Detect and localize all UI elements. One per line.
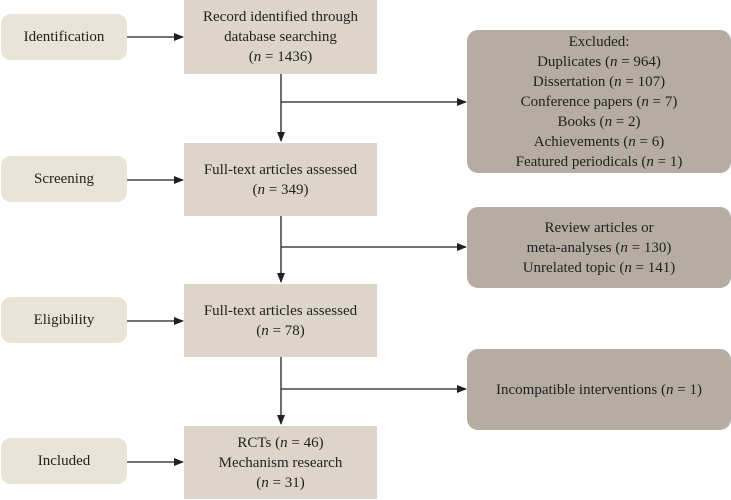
box-included-line2: Mechanism research bbox=[218, 454, 343, 471]
exclusion-item: Duplicates (n = 964) bbox=[537, 53, 661, 70]
stage-screening-label: Screening bbox=[34, 170, 94, 187]
exclusion-item: Books (n = 2) bbox=[557, 113, 641, 130]
box-eligible-line2: (n = 78) bbox=[256, 322, 305, 339]
exclusion-box-1: Excluded: Duplicates (n = 964) Dissertat… bbox=[467, 30, 731, 173]
stage-identification-label: Identification bbox=[23, 28, 105, 45]
box-identified-line3: (n = 1436) bbox=[248, 49, 313, 65]
exclusion-box-3-line1: Incompatible interventions (n = 1) bbox=[496, 381, 702, 398]
box-identified: Record identified through database searc… bbox=[184, 0, 377, 74]
exclusion-item: Achievements (n = 6) bbox=[533, 133, 665, 150]
stage-identification: Identification bbox=[1, 14, 127, 60]
exclusion-box-3: Incompatible interventions (n = 1) bbox=[467, 349, 731, 430]
exclusion-box-2-line2: meta-analyses (n = 130) bbox=[526, 239, 672, 256]
box-screened-line1: Full-text articles assessed bbox=[203, 161, 358, 178]
box-included-line1: RCTs (n = 46) bbox=[237, 434, 324, 451]
exclusion-box-2-line3: Unrelated topic (n = 141) bbox=[522, 259, 676, 276]
box-screened-line2: (n = 349) bbox=[252, 181, 309, 198]
box-eligible: Full-text articles assessed (n = 78) bbox=[184, 284, 377, 357]
box-included: RCTs (n = 46) Mechanism research (n = 31… bbox=[184, 426, 377, 499]
exclusion-title: Excluded: bbox=[568, 33, 630, 50]
box-eligible-line1: Full-text articles assessed bbox=[203, 302, 358, 319]
box-included-line3: (n = 31) bbox=[256, 474, 305, 491]
stage-eligibility-label: Eligibility bbox=[33, 311, 95, 328]
exclusion-box-2: Review articles or meta-analyses (n = 13… bbox=[467, 207, 731, 288]
box-identified-line2: database searching bbox=[224, 29, 337, 45]
stage-eligibility: Eligibility bbox=[1, 297, 127, 343]
stage-included-label: Included bbox=[37, 452, 91, 469]
exclusion-box-2-line1: Review articles or bbox=[544, 219, 654, 236]
stage-screening: Screening bbox=[1, 156, 127, 202]
box-screened: Full-text articles assessed (n = 349) bbox=[184, 143, 377, 216]
exclusion-item: Dissertation (n = 107) bbox=[532, 73, 666, 90]
exclusion-item: Featured periodicals (n = 1) bbox=[515, 153, 683, 170]
exclusion-item: Conference papers (n = 7) bbox=[520, 93, 678, 110]
box-identified-line1: Record identified through bbox=[203, 9, 358, 25]
stage-included: Included bbox=[1, 438, 127, 484]
